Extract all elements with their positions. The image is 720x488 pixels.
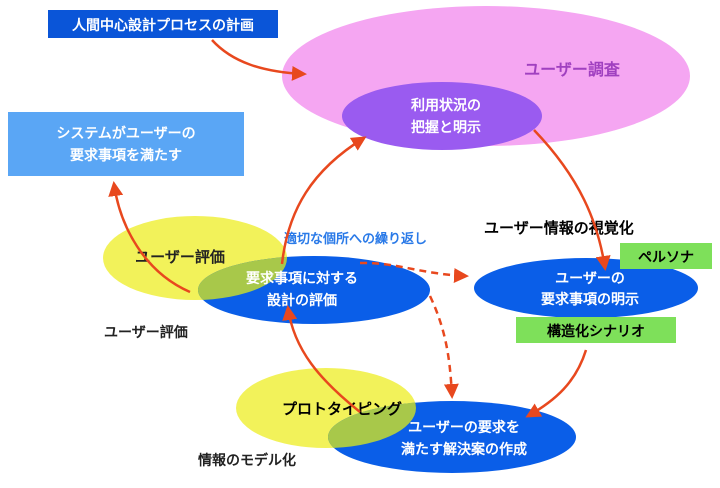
requirements-satisfied-line2: 要求事項を満たす (70, 147, 182, 164)
requirements-satisfied-line1: システムがユーザーの (56, 125, 195, 142)
user-requirements-ellipse (474, 258, 698, 318)
persona-label: ペルソナ (638, 250, 694, 266)
dashed-arrow-to-solution (428, 295, 459, 399)
arrow-design-eval-to-context (280, 136, 367, 265)
title-box (48, 10, 278, 38)
arrow-solution-to-design-eval (282, 305, 361, 413)
proto-overlap (328, 401, 416, 448)
context-ellipse (342, 82, 542, 150)
user-requirements-line2: 要求事項の明示 (541, 291, 639, 308)
scenario-label: 構造化シナリオ (547, 323, 645, 340)
user-eval-label: ユーザー評価 (135, 248, 225, 266)
arrow-requirements-to-solution (525, 349, 588, 418)
persona-tag (620, 243, 712, 269)
user-eval-caption: ユーザー評価 (104, 324, 188, 341)
context-line2: 把握と明示 (411, 119, 481, 136)
arrow-context-to-requirements (533, 129, 611, 271)
requirements-satisfied-box (8, 112, 244, 176)
title-text: 人間中心設計プロセスの計画 (72, 17, 254, 34)
context-line1: 利用状況の (411, 97, 481, 114)
design-eval-line2: 設計の評価 (267, 292, 337, 309)
arrow-title-to-research (211, 39, 307, 81)
user-requirements-line1: ユーザーの (555, 271, 625, 287)
eval-overlap (198, 256, 287, 300)
arrow-eval-to-requirements-box (108, 181, 191, 294)
user-research-label: ユーザー調査 (524, 60, 620, 79)
scenario-tag (516, 317, 676, 343)
modeling-caption: 情報のモデル化 (198, 452, 296, 469)
solution-line2: 満たす解決案の作成 (401, 441, 527, 458)
design-eval-line1: 要求事項に対する (246, 270, 358, 287)
solution-line1: ユーザーの要求を (408, 419, 520, 436)
visualization-label: ユーザー情報の視覚化 (484, 219, 634, 237)
prototyping-label: プロトタイピング (282, 400, 402, 418)
dashed-arrow-to-user-requirements (359, 261, 469, 283)
loop-label: 適切な個所への繰り返し (284, 231, 427, 247)
